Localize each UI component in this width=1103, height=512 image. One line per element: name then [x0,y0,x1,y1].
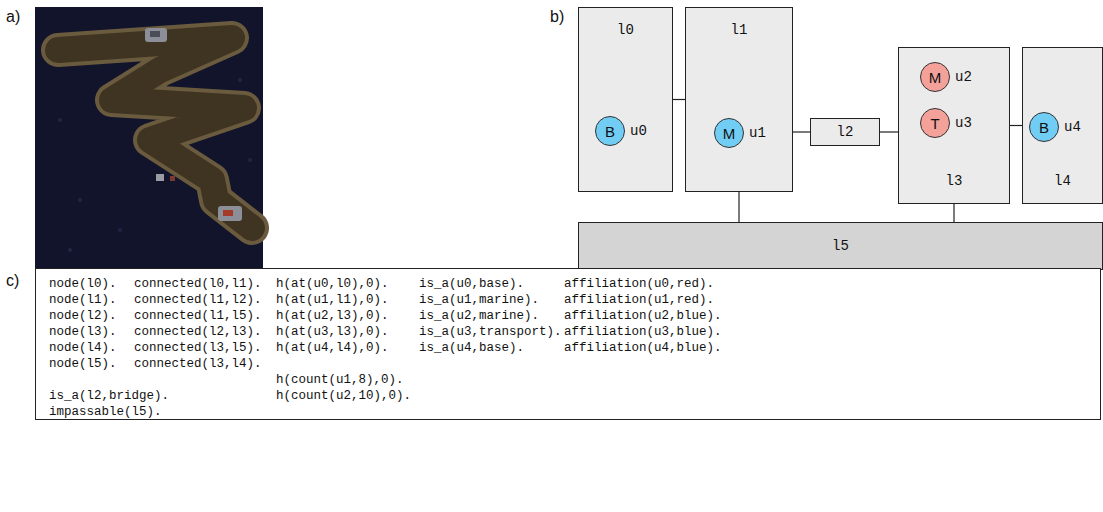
screenshot-background [35,7,263,270]
unit-type-letter: M [929,70,942,85]
code-statement: node(l0). [49,276,117,292]
code-statement: h(at(u1,l1),0). [276,292,389,308]
unit-name: u2 [955,69,972,85]
unit-type-letter: T [930,116,939,131]
code-statement: h(count(u1,8),0). [276,372,404,388]
code-statement: connected(l3,l5). [134,340,262,356]
location-box: l5 [578,222,1103,270]
panel-label: a) [6,8,20,26]
code-statement: affiliation(u4,blue). [564,340,722,356]
code-statement: connected(l2,l3). [134,324,262,340]
location-box: l0Bu0 [578,7,673,192]
unit-name: u3 [955,115,972,131]
location-name: l5 [832,238,849,254]
code-statement: h(count(u2,10),0). [276,388,411,404]
unit-circle: Tu3 [920,108,950,138]
connection-line [1010,125,1022,126]
location-name: l1 [731,22,748,38]
panel-label: b) [550,8,564,26]
code-statement: connected(l3,l4). [134,356,262,372]
code-statement: connected(l0,l1). [134,276,262,292]
connection-line [793,131,810,132]
code-statement: is_a(l2,bridge). [49,388,169,404]
unit-name: u4 [1064,119,1081,135]
code-statement: affiliation(u0,red). [564,276,714,292]
location-box: l1Mu1 [685,7,793,192]
code-statement: h(at(u0,l0),0). [276,276,389,292]
unit-name: u0 [630,123,647,139]
code-statement: node(l5). [49,356,117,372]
code-listing: node(l0). connected(l0,l1). h(at(u0,l0),0)… [35,268,1101,420]
code-statement: node(l1). [49,292,117,308]
code-statement: impassable(l5). [49,404,162,420]
code-statement: is_a(u0,base). [419,276,524,292]
code-statement: h(at(u2,l3),0). [276,308,389,324]
code-statement: node(l4). [49,340,117,356]
location-name: l0 [617,22,634,38]
base-sprite [218,206,242,221]
code-statement: affiliation(u3,blue). [564,324,722,340]
connection-line [673,99,685,100]
unit-circle: Bu0 [595,116,625,146]
code-statement: connected(l1,l5). [134,308,262,324]
unit-sprite [156,174,175,181]
code-statement: is_a(u3,transport). [419,324,562,340]
base-sprite [145,28,167,42]
code-statement: connected(l1,l2). [134,292,262,308]
code-statement: is_a(u1,marine). [419,292,539,308]
code-statement: h(at(u4,l4),0). [276,340,389,356]
unit-type-letter: M [723,126,736,141]
unit-name: u1 [749,125,766,141]
location-box: l2 [810,118,880,146]
code-statement: node(l2). [49,308,117,324]
code-statement: node(l3). [49,324,117,340]
code-statement: h(at(u3,l3),0). [276,324,389,340]
unit-type-letter: B [605,124,615,139]
connection-line [880,131,898,132]
cliff-edge [58,38,252,228]
code-statement: affiliation(u2,blue). [564,308,722,324]
location-box: l4 Bu4 [1022,47,1103,204]
location-name: l4 [1054,173,1071,189]
ground-path [58,38,252,228]
connection-line [738,192,739,222]
location-name: l2 [837,124,854,140]
unit-circle: Bu4 [1029,112,1059,142]
connection-line [953,204,954,222]
unit-circle: Mu2 [920,62,950,92]
location-box: l3 Mu2Tu3 [898,47,1010,204]
unit-type-letter: B [1039,120,1049,135]
panel-label: c) [6,272,19,290]
code-statement: is_a(u4,base). [419,340,524,356]
unit-circle: Mu1 [714,118,744,148]
code-statement: is_a(u2,marine). [419,308,539,324]
code-statement: affiliation(u1,red). [564,292,714,308]
location-name: l3 [946,173,963,189]
